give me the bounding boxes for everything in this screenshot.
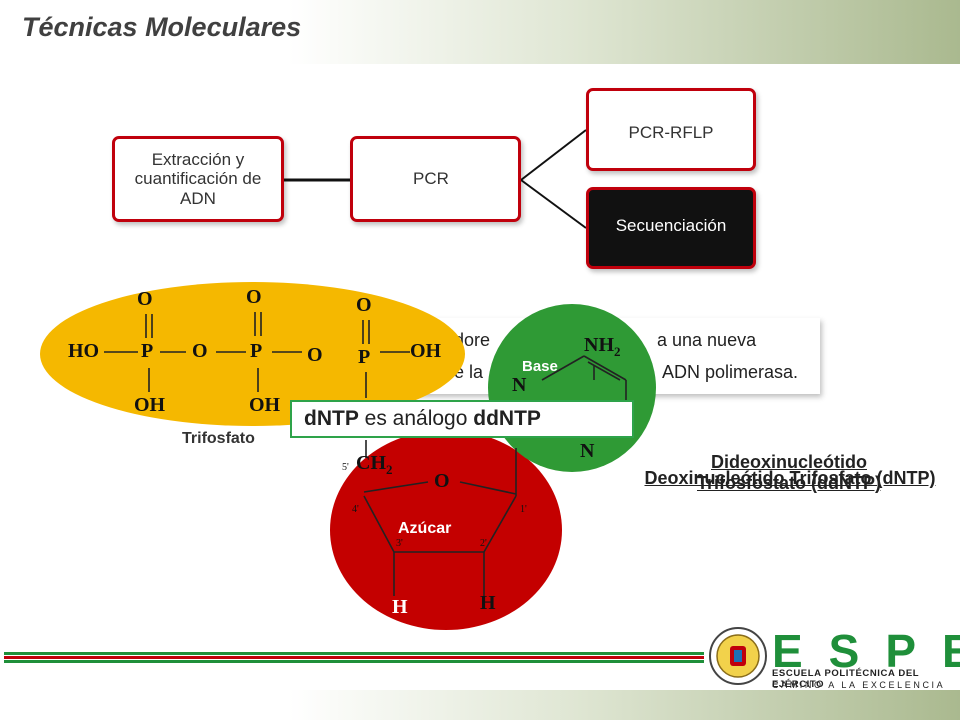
sequencing-box: Secuenciación bbox=[586, 187, 756, 269]
triphosphate-label: Trifosfato bbox=[182, 430, 255, 447]
atom-n-left: N bbox=[512, 374, 527, 396]
footer-stripe-green-2 bbox=[4, 660, 704, 663]
atom-o-top-1: O bbox=[137, 288, 153, 310]
footer-stripe-red bbox=[4, 656, 704, 659]
carbon-num-5: 5' bbox=[342, 462, 349, 473]
ch2-text: CH bbox=[356, 452, 386, 474]
connector-pcr-sequencing bbox=[520, 179, 587, 229]
extraction-box: Extracción y cuantificación de ADN bbox=[112, 136, 284, 222]
logo-line2: CAMINO A LA EXCELENCIA bbox=[772, 680, 946, 690]
atom-o-top-3: O bbox=[356, 294, 372, 316]
carbon-num-1: 1' bbox=[520, 504, 527, 515]
atom-h-right: H bbox=[480, 592, 496, 614]
atom-p-3: P bbox=[358, 346, 371, 368]
atom-o-ring: O bbox=[434, 470, 450, 492]
flow-connectors bbox=[284, 129, 587, 229]
atom-oh-2: OH bbox=[249, 394, 281, 416]
callout-term-dntp: dNTP bbox=[304, 407, 359, 430]
atom-n-bottom: N bbox=[580, 440, 595, 462]
ch2-subscript: 2 bbox=[386, 462, 393, 477]
pcr-box: PCR bbox=[350, 136, 521, 222]
rflp-box: PCR-RFLP bbox=[586, 88, 756, 171]
atom-oh-1: OH bbox=[134, 394, 166, 416]
atom-oh-right: OH bbox=[410, 340, 442, 362]
base-label: Base bbox=[522, 358, 558, 375]
callout-middle: es análogo bbox=[358, 407, 474, 430]
nh2-subscript: 2 bbox=[614, 344, 621, 359]
sugar-circle bbox=[330, 430, 562, 630]
callout-term-ddntp: ddNTP bbox=[473, 407, 541, 430]
atom-h-left: H bbox=[392, 596, 408, 618]
logo-line1: ESCUELA POLITÉCNICA DEL EJÉRCITO bbox=[772, 668, 919, 690]
crest-icon bbox=[709, 627, 767, 685]
nh2-text: NH bbox=[584, 334, 614, 356]
analog-callout: dNTP es análogo ddNTP bbox=[290, 400, 634, 438]
carbon-num-2: 2' bbox=[480, 538, 487, 549]
atom-ch2: CH2 bbox=[356, 452, 393, 478]
dideoxy-annotation: Dideoxinucleótido Trifosfostato (ddNTP) bbox=[697, 452, 881, 493]
sugar-label: Azúcar bbox=[398, 520, 452, 537]
atom-o-bridge-1: O bbox=[192, 340, 208, 362]
base-circle bbox=[488, 304, 656, 472]
atom-o-bridge-2: O bbox=[307, 344, 323, 366]
atom-p-2: P bbox=[250, 340, 263, 362]
footer-band bbox=[0, 690, 960, 720]
deoxy-annotation: Deoxinucleótido Trifosfato (dNTP) bbox=[644, 468, 936, 488]
atom-p-1: P bbox=[141, 340, 154, 362]
atom-ho: HO bbox=[68, 340, 100, 362]
slide-title: Técnicas Moleculares bbox=[22, 12, 302, 42]
atom-nh2: NH2 bbox=[584, 334, 621, 360]
bg-text-line1-b: a una nueva bbox=[657, 330, 757, 350]
header-band bbox=[0, 0, 960, 64]
connector-pcr-rflp bbox=[520, 129, 587, 181]
carbon-num-4: 4' bbox=[352, 504, 359, 515]
carbon-num-3: 3' bbox=[396, 538, 403, 549]
bg-text-line2-b: ADN polimerasa. bbox=[662, 362, 799, 382]
atom-o-top-2: O bbox=[246, 286, 262, 308]
footer-stripe-green bbox=[4, 652, 704, 655]
